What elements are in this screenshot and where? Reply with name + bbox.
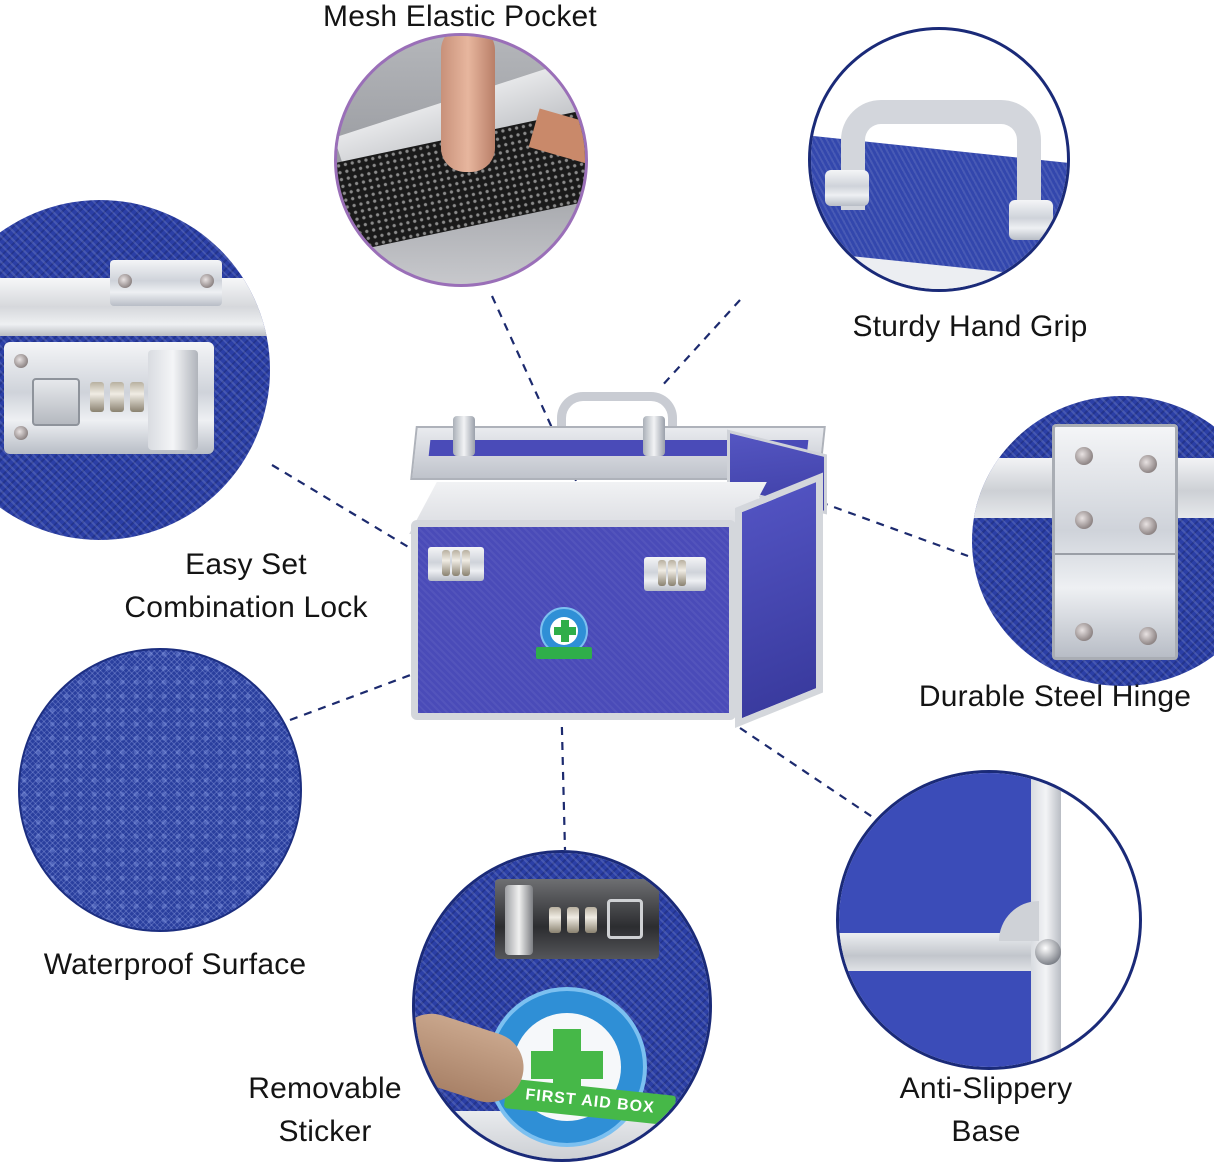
feature-label-anti-slip: Anti-Slippery Base <box>899 1072 1073 1148</box>
lock-hinge-plate <box>110 260 222 306</box>
leader-line-waterproof <box>289 644 489 722</box>
leader-line-base <box>739 727 875 819</box>
feature-circle-hand-grip <box>808 27 1070 292</box>
product-image-first-aid-box <box>405 390 835 740</box>
corner-ball <box>1035 939 1061 965</box>
feature-circle-steel-hinge <box>972 396 1214 686</box>
feature-circle-mesh-pocket <box>334 33 588 287</box>
feature-label-mesh-pocket: Mesh Elastic Pocket <box>323 0 597 33</box>
feature-circle-waterproof <box>18 648 302 932</box>
lid-latch-left <box>453 416 475 456</box>
leader-line-hinge <box>819 500 969 558</box>
top-handle <box>557 392 677 434</box>
lock-dial-2 <box>110 382 124 412</box>
feature-circle-combination-lock <box>0 200 270 540</box>
finger <box>441 36 495 172</box>
hinge-plate <box>1052 424 1178 660</box>
leader-line-grip <box>659 299 741 389</box>
feature-label-combination-lock: Easy Set Combination Lock <box>124 548 368 624</box>
front-lock-left <box>428 547 484 581</box>
lock-dial-1 <box>90 382 104 412</box>
box-side-panel <box>735 472 823 728</box>
combination-lock-plate <box>4 342 214 454</box>
sticker-banner-small <box>536 647 592 659</box>
front-lock-right <box>644 557 706 591</box>
feature-label-hand-grip: Sturdy Hand Grip <box>852 310 1088 343</box>
feature-label-sticker: Removable Sticker <box>248 1072 402 1148</box>
feature-label-waterproof: Waterproof Surface <box>43 948 307 981</box>
grip-handle <box>841 100 1041 210</box>
leader-line-mesh <box>490 295 580 486</box>
lock-plate-dark <box>495 879 659 959</box>
lock-push-button <box>32 378 80 426</box>
lock-dial-3 <box>130 382 144 412</box>
lid-latch-right <box>643 416 665 456</box>
box-front-panel <box>411 520 736 720</box>
leader-line-lock <box>271 464 431 561</box>
feature-circle-anti-slip <box>836 770 1142 1070</box>
feature-label-steel-hinge: Durable Steel Hinge <box>918 680 1192 713</box>
feature-circle-sticker: FIRST AID BOX <box>412 850 712 1162</box>
